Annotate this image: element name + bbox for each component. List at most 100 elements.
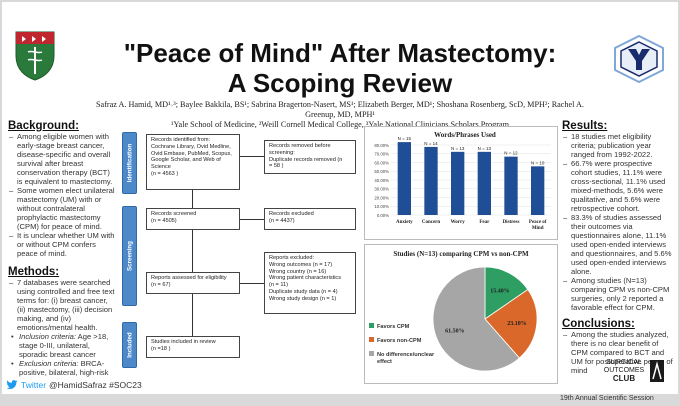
y-tick-label: 70.00%: [374, 152, 389, 157]
legend-label: Favors CPM: [377, 324, 410, 330]
legend-swatch: [369, 351, 374, 356]
methods-heading: Methods:: [8, 266, 60, 278]
exclusion-label: Exclusion criteria:: [19, 359, 79, 368]
bar: [531, 166, 545, 215]
conclusions-list: Among the studies analyzed, there is no …: [562, 330, 674, 375]
x-tick-label: Distress: [503, 220, 520, 225]
bar-data-label: N = 15: [398, 136, 412, 141]
x-tick-label: Fear: [479, 220, 490, 225]
results-item: 66.7% were prospective cohort studies, 1…: [562, 159, 674, 213]
arrow-line: [192, 230, 193, 272]
bar-data-label: N = 14: [424, 141, 438, 146]
exclusion-criteria: Exclusion criteria: BRCA-positive, bilat…: [8, 359, 116, 377]
box-records-removed: Records removed before screening: Duplic…: [264, 140, 356, 174]
pie-chart-title: Studies (N=13) comparing CPM vs non-CPM: [393, 250, 529, 258]
bar-chart: Words/Phrases Used 0.00% 10.00% 20.00% 30.00…: [374, 131, 551, 231]
legend-swatch: [369, 323, 374, 328]
authors-block: Safraz A. Hamid, MD¹˒³; Baylee Bakkila, …: [90, 100, 590, 130]
results-item: Among studies (N=13) comparing CPM vs no…: [562, 276, 674, 312]
x-tick-label: Anxiety: [396, 220, 413, 225]
club-line-3: CLUB: [613, 374, 635, 383]
prisma-flow-diagram: Identification Screening Included Record…: [122, 126, 358, 372]
results-item: 18 studies met eligibility criteria; pub…: [562, 132, 674, 159]
pie-slice: [484, 288, 538, 359]
arrow-line: [192, 190, 193, 208]
x-tick-label: Worry: [451, 220, 466, 225]
bar: [397, 142, 411, 215]
results-heading: Results:: [562, 120, 608, 132]
arrow-line: [240, 156, 264, 157]
bar-chart-title: Words/Phrases Used: [434, 131, 496, 139]
arrow-line: [240, 283, 264, 284]
stage-screening: Screening: [122, 206, 137, 306]
yale-y-logo-icon: [614, 34, 664, 84]
stage-included: Included: [122, 322, 137, 368]
methods-list: 7 databases were searched using controll…: [8, 278, 116, 377]
bar-chart-panel: Words/Phrases Used 0.00% 10.00% 20.00% 30.00…: [364, 126, 558, 240]
pie-slice: [432, 266, 520, 372]
bar-data-label: N = 12: [504, 151, 518, 156]
y-tick-label: 80.00%: [374, 143, 389, 148]
box-reports-eligibility: Reports assessed for eligibility (n = 67…: [146, 272, 240, 294]
inclusion-criteria: Inclusion criteria: Age >18, stage 0-III…: [8, 332, 116, 359]
background-item: It is unclear whether UM with or without…: [8, 231, 116, 258]
y-tick-label: 20.00%: [374, 195, 389, 200]
bar: [504, 156, 518, 215]
twitter-label: Twitter: [21, 380, 47, 390]
x-tick-label: Concern: [422, 220, 441, 225]
pie-data-label: 23.10%: [507, 321, 526, 327]
club-line-1: SURGICAL: [606, 359, 642, 366]
legend-swatch: [369, 337, 374, 342]
y-tick-label: 50.00%: [374, 169, 389, 174]
methods-item: 7 databases were searched using controll…: [8, 278, 116, 332]
results-item: 83.3% of studies assessed their outcomes…: [562, 213, 674, 276]
bar: [477, 151, 491, 215]
right-column: Results: 18 studies met eligibility crit…: [562, 120, 674, 375]
y-tick-label: 30.00%: [374, 187, 389, 192]
background-heading: Background:: [8, 120, 79, 132]
arrow-line: [240, 219, 264, 220]
box-reports-excluded: Reports excluded: Wrong outcomes (n = 17…: [264, 252, 356, 314]
x-tick-label: Peace of: [529, 220, 547, 225]
y-tick-label: 40.00%: [374, 178, 389, 183]
pie-chart: Studies (N=13) comparing CPM vs non-CPM 1…: [369, 250, 538, 372]
bottom-strip: [0, 394, 680, 406]
arrow-line: [192, 294, 193, 336]
pie-slice: [484, 266, 529, 320]
session-label: 19th Annual Scientific Session: [560, 395, 654, 402]
twitter-bird-icon: [6, 380, 18, 390]
box-records-excluded: Records excluded (n = 4437): [264, 208, 356, 230]
conclusions-item: Among the studies analyzed, there is no …: [562, 330, 674, 375]
affiliations: ¹Yale School of Medicine, ²Weill Cornell…: [171, 120, 509, 129]
pie-chart-panel: Studies (N=13) comparing CPM vs non-CPM 1…: [364, 244, 558, 384]
author-list: Safraz A. Hamid, MD¹˒³; Baylee Bakkila, …: [96, 100, 584, 119]
stage-identification: Identification: [122, 132, 137, 194]
surgical-outcomes-club-logo-icon: SURGICAL OUTCOMES CLUB: [604, 359, 664, 383]
y-tick-label: 0.00%: [377, 213, 389, 218]
background-item: Some women elect unilateral mastectomy (…: [8, 186, 116, 231]
y-tick-label: 60.00%: [374, 160, 389, 165]
bar: [451, 151, 465, 215]
box-records-identified: Records identified from: Cochrane Librar…: [146, 134, 240, 190]
results-list: 18 studies met eligibility criteria; pub…: [562, 132, 674, 312]
pie-data-label: 15.40%: [490, 288, 510, 294]
legend-label: No difference/unclear: [377, 352, 435, 358]
conclusions-heading: Conclusions:: [562, 318, 635, 330]
poster-title: "Peace of Mind" After Mastectomy: A Scop…: [100, 38, 580, 98]
y-tick-label: 10.00%: [374, 204, 389, 209]
shield-logo-icon: [15, 31, 55, 81]
background-list: Among eligible women with early-stage br…: [8, 132, 116, 258]
title-line-2: A Scoping Review: [227, 68, 453, 98]
bar: [424, 146, 438, 215]
inclusion-label: Inclusion criteria:: [19, 332, 76, 341]
left-column: Background: Among eligible women with ea…: [8, 120, 116, 377]
legend-label: Favors non-CPM: [377, 338, 422, 344]
club-line-2: OUTCOMES: [604, 367, 645, 374]
legend-label: effect: [377, 359, 392, 365]
exclusion-text: BRCA-positive, bilateral, high-risk: [19, 359, 109, 377]
twitter-handle[interactable]: Twitter @HamidSafraz #SOC23: [6, 380, 142, 390]
inclusion-text: Age >18, stage 0-III, unilateral, sporad…: [19, 332, 109, 359]
x-tick-label: Mind: [532, 226, 544, 231]
bar-data-label: N = 13: [451, 146, 465, 151]
pie-data-label: 61.50%: [445, 328, 465, 334]
